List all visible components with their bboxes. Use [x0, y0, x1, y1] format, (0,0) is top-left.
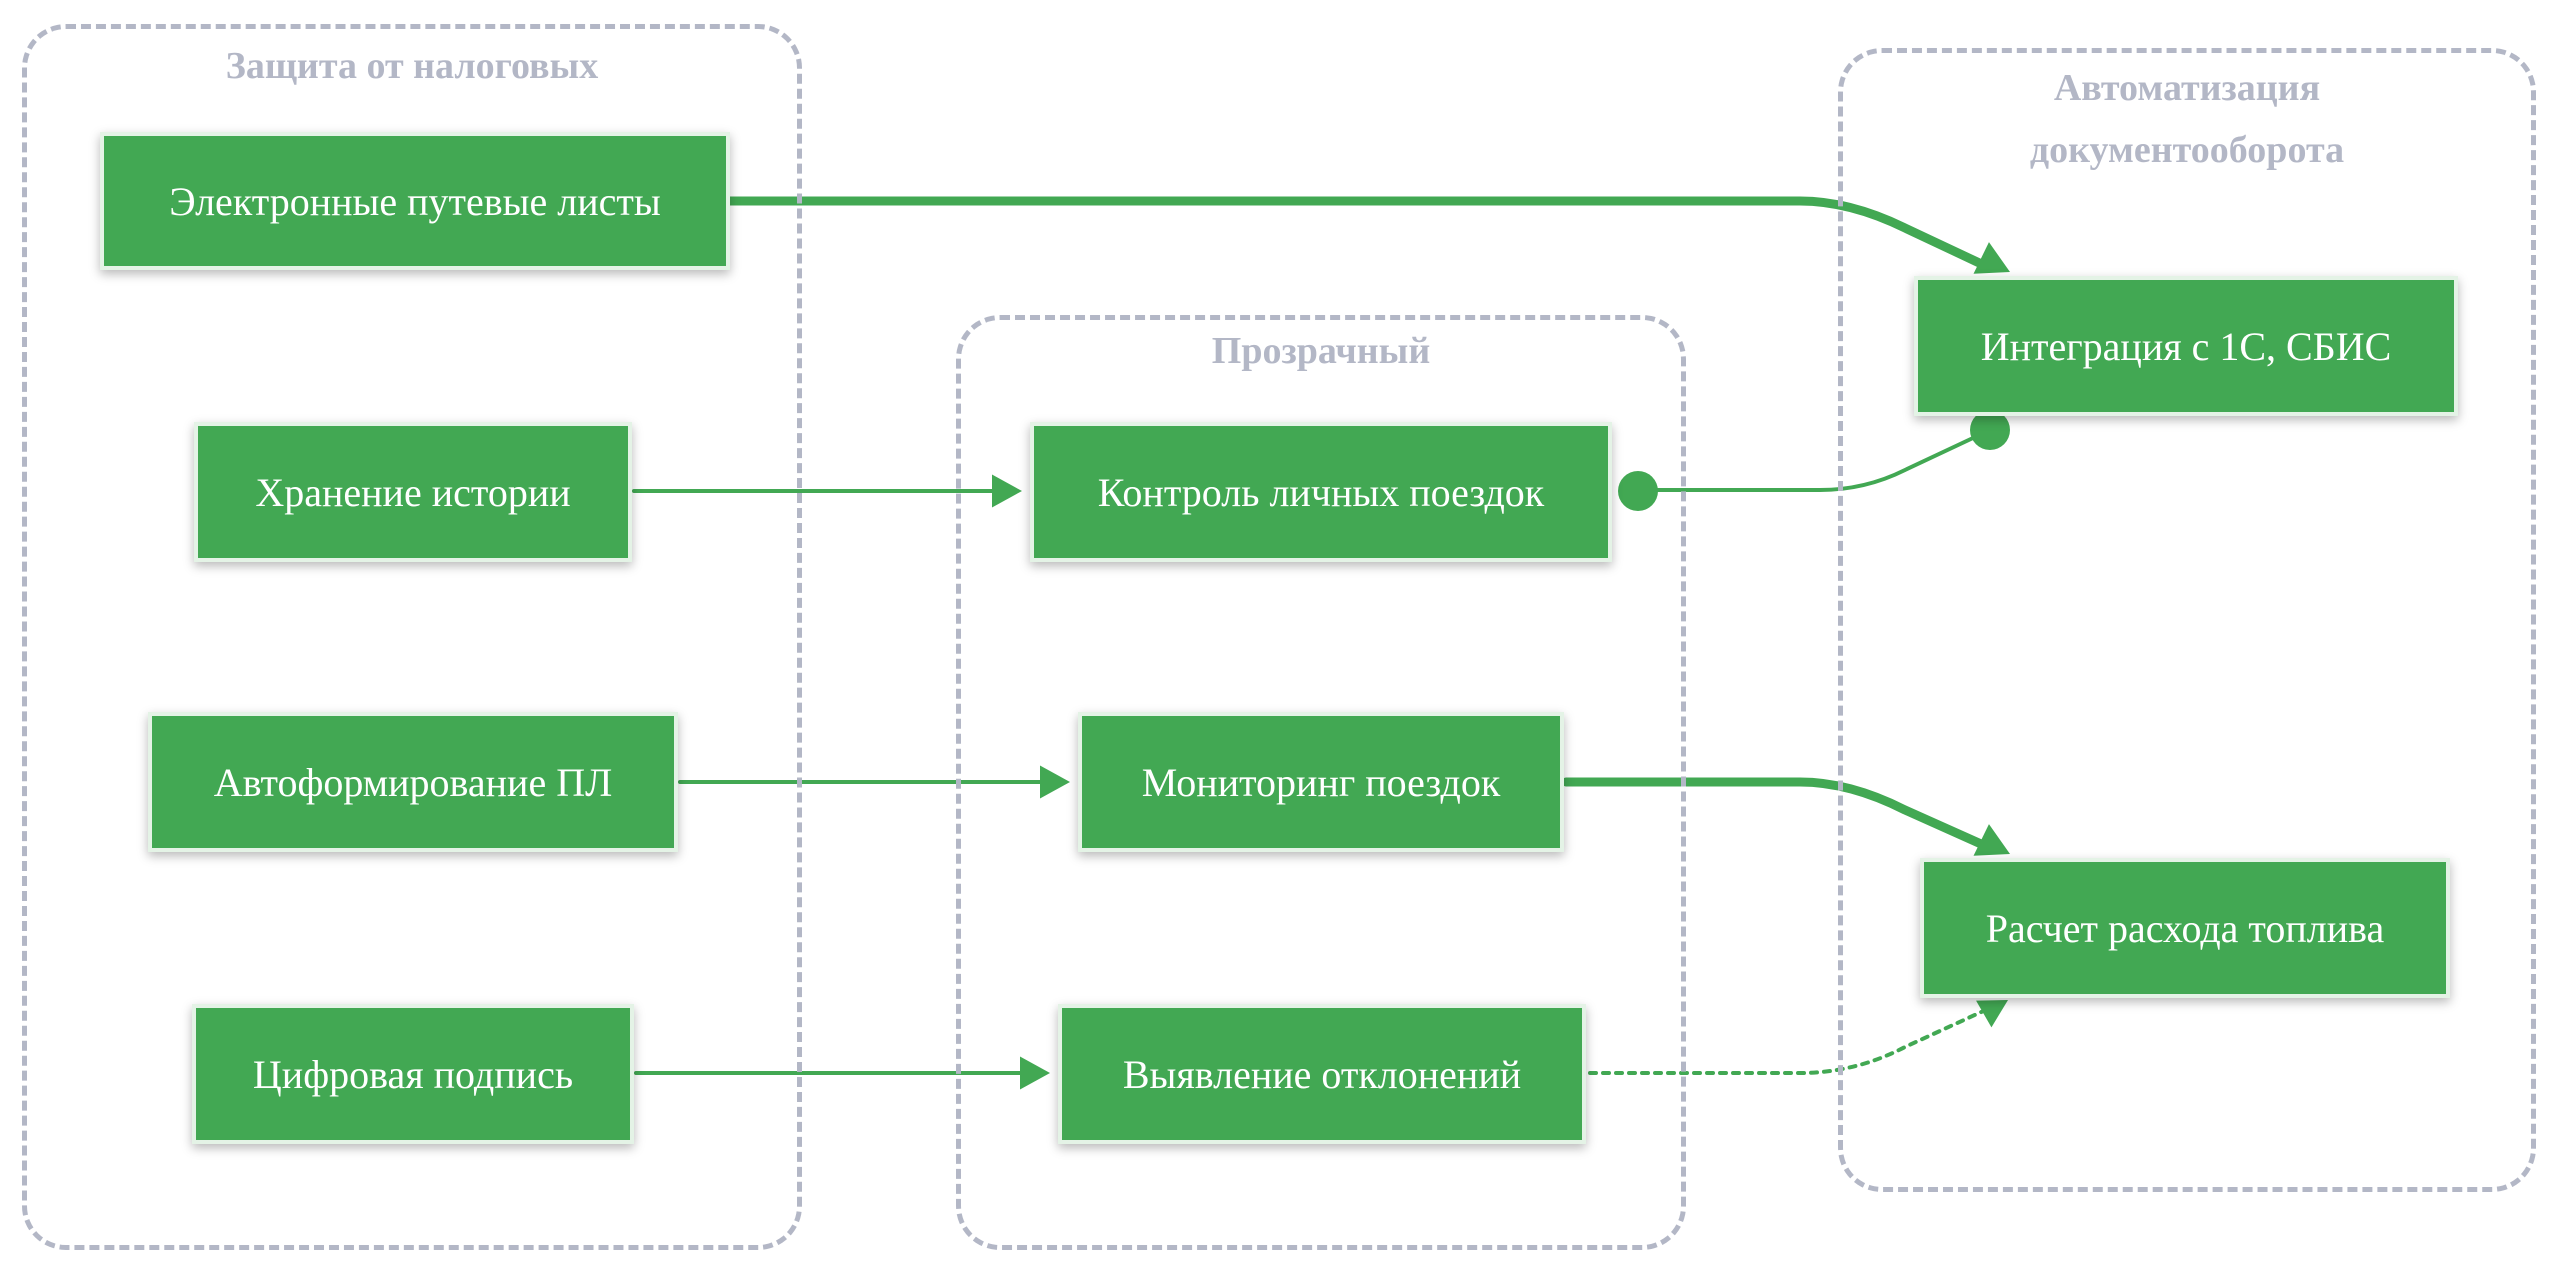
node-1c-sbis-integration[interactable]: Интеграция с 1С, СБИС — [1914, 276, 2458, 416]
node-trip-monitoring[interactable]: Мониторинг поездок — [1078, 712, 1564, 852]
edge-n5-n8-tail-dot — [1618, 471, 1658, 511]
edge-n6-n9-arrowhead — [1973, 824, 2010, 856]
edge-n3-n6-arrowhead — [1040, 765, 1070, 799]
node-auto-waybill-generation[interactable]: Автоформирование ПЛ — [148, 712, 678, 852]
edge-n7-n9 — [1588, 1006, 1992, 1075]
node-deviation-detection[interactable]: Выявление отклонений — [1058, 1004, 1586, 1144]
edge-n2-n5-arrowhead — [992, 474, 1022, 508]
group-title: Прозрачный — [1211, 330, 1431, 372]
group-title: Защита от налоговых — [225, 45, 599, 87]
edge-n1-n8 — [725, 196, 1995, 273]
node-fuel-consumption-calc[interactable]: Расчет расхода топлива — [1920, 858, 2450, 998]
node-electronic-waybills[interactable]: Электронные путевые листы — [100, 132, 730, 270]
edge-n5-n8 — [1636, 428, 1992, 492]
edge-n1-n8-arrowhead — [1973, 242, 2010, 274]
edge-n5-n8-head-dot — [1970, 410, 2010, 450]
edge-n7-n9-arrowhead — [1976, 1000, 2008, 1028]
group-tax-protection: Защита от налоговых — [22, 24, 802, 1250]
group-document-automation: Автоматизация документооборота — [1838, 48, 2536, 1192]
group-title: Автоматизация документооборота — [2029, 67, 2345, 171]
node-personal-trips-control[interactable]: Контроль личных поездок — [1030, 422, 1612, 562]
edge-n6-n9 — [1561, 777, 1995, 853]
node-digital-signature[interactable]: Цифровая подпись — [192, 1004, 634, 1144]
group-transparent: Прозрачный — [956, 315, 1686, 1250]
node-history-storage[interactable]: Хранение истории — [194, 422, 632, 562]
edge-n4-n7-arrowhead — [1020, 1056, 1050, 1090]
